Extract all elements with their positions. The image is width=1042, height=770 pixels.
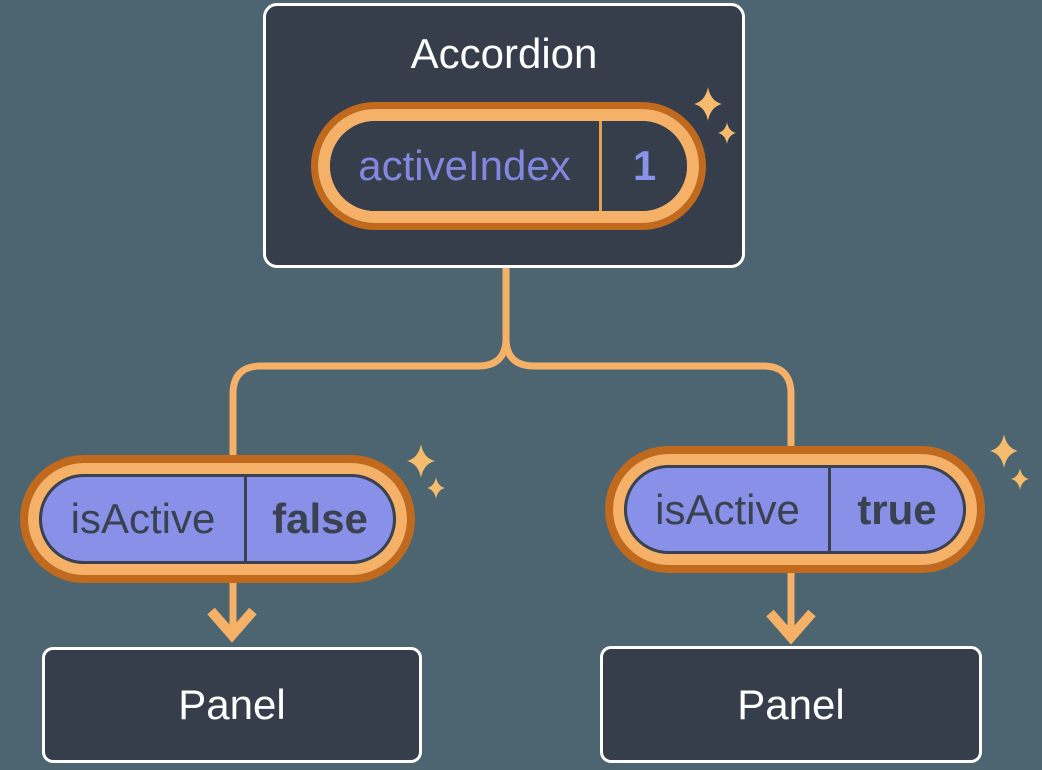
- panel-box-left: Panel: [42, 647, 422, 763]
- state-pill-core: activeIndex 1: [330, 121, 687, 211]
- panel-label-left: Panel: [178, 681, 286, 728]
- state-name: activeIndex: [358, 142, 571, 189]
- prop-name-right: isActive: [655, 485, 800, 533]
- state-pill-ring: activeIndex 1: [318, 109, 699, 223]
- prop-value-right: true: [857, 485, 937, 533]
- arrow-down-icon: [207, 607, 257, 643]
- state-value: 1: [632, 142, 657, 189]
- prop-pill-left: isActive false: [20, 455, 415, 583]
- panel-label-right: Panel: [737, 680, 845, 728]
- prop-pill-left-divider: [244, 477, 247, 561]
- prop-pill-right-core: isActive true: [624, 465, 966, 554]
- state-pill-divider: [599, 121, 602, 211]
- state-pill: activeIndex 1: [311, 102, 706, 230]
- arrow-down-icon: [766, 609, 816, 645]
- connector-branch-right: [502, 268, 795, 635]
- prop-pill-right-ring: isActive true: [613, 454, 977, 565]
- panel-box-right: Panel: [600, 646, 982, 763]
- accordion-title: Accordion: [410, 30, 598, 77]
- prop-pill-left-ring: isActive false: [28, 463, 407, 575]
- prop-pill-right-divider: [828, 468, 831, 551]
- prop-pill-left-core: isActive false: [39, 474, 396, 564]
- prop-name-left: isActive: [70, 495, 216, 542]
- prop-pill-right: isActive true: [605, 446, 985, 573]
- prop-value-left: false: [272, 495, 368, 542]
